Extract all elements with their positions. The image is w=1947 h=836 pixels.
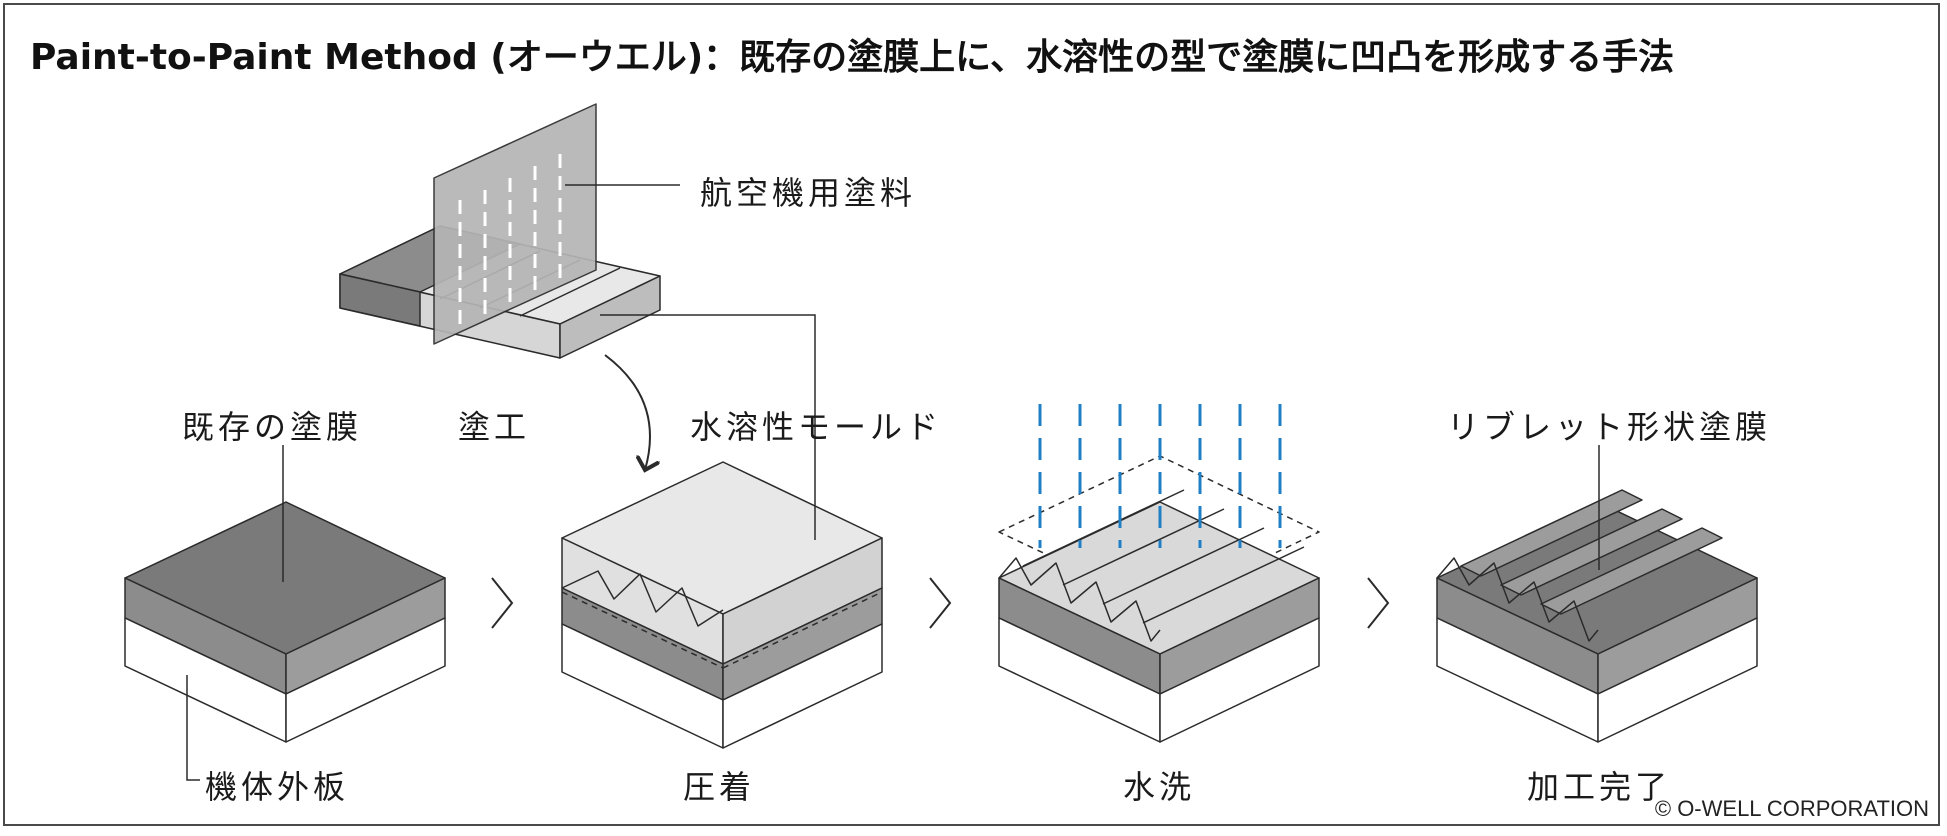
water-streams — [1038, 404, 1282, 548]
label-water-soluble-mold: 水溶性モールド — [690, 408, 943, 446]
caption-step-3: 水洗 — [1123, 768, 1196, 806]
caption-step-2: 圧着 — [683, 768, 756, 806]
block-existing-coating — [124, 501, 446, 743]
coating-application-illustration — [339, 103, 661, 359]
block-riblet-finished — [1436, 489, 1758, 743]
copyright-notice: © O-WELL CORPORATION — [1654, 796, 1929, 821]
figure-frame — [3, 3, 1940, 826]
step-chevron-3 — [1367, 577, 1390, 629]
down-arrow — [604, 354, 650, 470]
block-press-mold — [561, 461, 883, 749]
caption-step-1: 機体外板 — [205, 768, 350, 806]
caption-step-4: 加工完了 — [1527, 768, 1672, 806]
step-chevron-1 — [491, 577, 514, 629]
diagram-title: Paint-to-Paint Method (オーウエル)：既存の塗膜上に、水溶… — [30, 37, 1675, 78]
step-chevron-2 — [929, 577, 952, 629]
label-existing-coating: 既存の塗膜 — [182, 408, 363, 446]
label-coating-step: 塗工 — [458, 408, 531, 446]
leader-water-soluble-mold — [600, 314, 816, 390]
leader-fuselage-skin — [186, 675, 200, 781]
block-water-wash — [998, 455, 1320, 743]
label-riblet-coating: リブレット形状塗膜 — [1447, 408, 1772, 446]
label-aircraft-paint: 航空機用塗料 — [700, 174, 917, 212]
